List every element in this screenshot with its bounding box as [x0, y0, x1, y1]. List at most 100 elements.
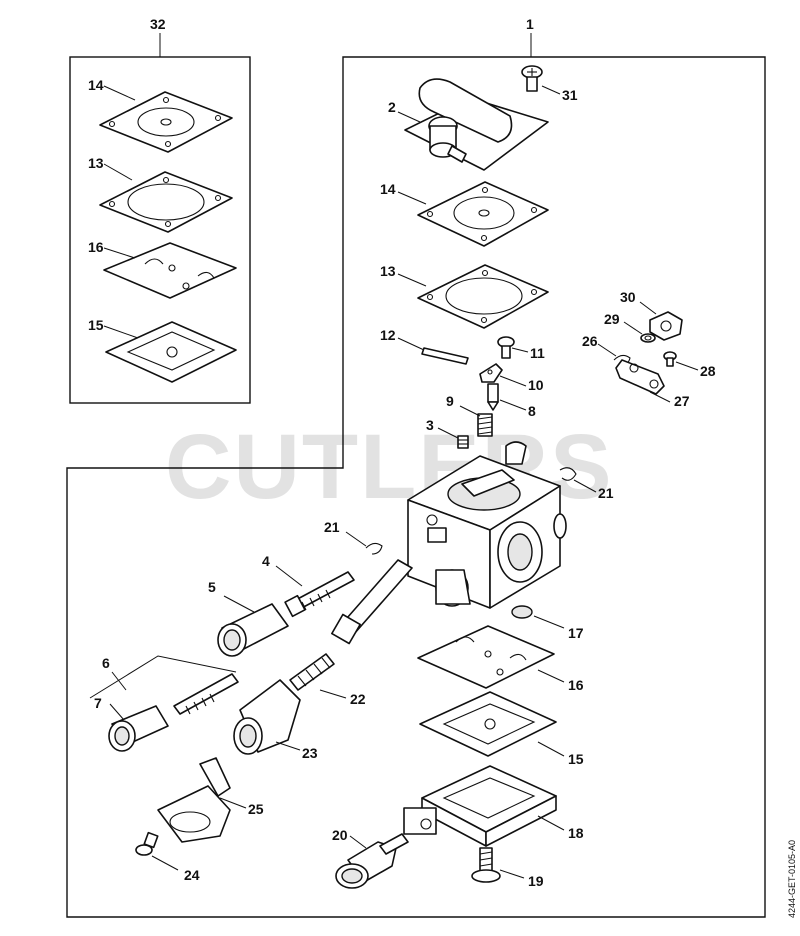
- leader-21a: [345, 531, 367, 547]
- callout-4: 4: [262, 553, 270, 569]
- callout-29: 29: [604, 311, 620, 327]
- leader-19: [499, 869, 525, 879]
- part-28-screw: [663, 351, 677, 367]
- leader-27: [649, 391, 671, 403]
- leader-7: [109, 703, 125, 721]
- callout-14: 14: [380, 181, 396, 197]
- part-18-metering-cover: [403, 765, 557, 847]
- callout-13: 13: [380, 263, 396, 279]
- leader-4: [275, 565, 303, 587]
- part-4-adjusting-screw: [284, 571, 355, 618]
- leader-13a: [103, 163, 133, 181]
- part-21-clip-left: [365, 542, 383, 555]
- callout-10: 10: [528, 377, 544, 393]
- callout-26: 26: [582, 333, 598, 349]
- leader-6-bracket: [89, 655, 237, 699]
- callout-21-right: 21: [598, 485, 614, 501]
- part-19-screw: [471, 847, 501, 883]
- leader-18: [537, 815, 565, 831]
- callout-24: 24: [184, 867, 200, 883]
- callout-22: 22: [350, 691, 366, 707]
- part-31-screw: [521, 65, 543, 92]
- leader-17: [533, 615, 565, 629]
- callout-20: 20: [332, 827, 348, 843]
- leader-14a: [103, 85, 136, 101]
- assembly-1-frame: [66, 56, 766, 918]
- part-shaft: [331, 559, 413, 645]
- callout-19: 19: [528, 873, 544, 889]
- callout-7: 7: [94, 695, 102, 711]
- callout-21-left: 21: [324, 519, 340, 535]
- leader-15a: [103, 325, 139, 339]
- part-carburetor-body: [407, 441, 567, 609]
- leader-16a: [103, 247, 136, 259]
- callout-17: 17: [568, 625, 584, 641]
- leader-16b: [537, 669, 565, 683]
- leader-20: [349, 835, 367, 849]
- callout-3: 3: [426, 417, 434, 433]
- part-5-cap: [217, 603, 289, 657]
- callout-15-kit: 15: [88, 317, 104, 333]
- part-29-washer: [640, 333, 656, 343]
- part-23-sleeve: [233, 679, 301, 755]
- leader-9: [459, 405, 481, 417]
- callout-32: 32: [150, 16, 166, 32]
- part-10-lever: [479, 363, 503, 383]
- callout-13-kit: 13: [88, 155, 104, 171]
- part-27-lever: [615, 359, 665, 395]
- callout-27: 27: [674, 393, 690, 409]
- callout-28: 28: [700, 363, 716, 379]
- document-reference: 4244-GET-0105-A0: [787, 840, 797, 918]
- callout-15: 15: [568, 751, 584, 767]
- callout-8: 8: [528, 403, 536, 419]
- part-9-spring: [477, 413, 493, 437]
- part-7-cap: [108, 705, 169, 752]
- leader-10: [499, 375, 527, 387]
- part-14-diaphragm: [417, 181, 549, 247]
- callout-9: 9: [446, 393, 454, 409]
- part-20-primer: [335, 833, 409, 889]
- part-14-kit-diaphragm: [99, 91, 233, 153]
- callout-23: 23: [302, 745, 318, 761]
- part-24-screw: [135, 831, 159, 856]
- callout-12: 12: [380, 327, 396, 343]
- part-13-gasket: [417, 264, 549, 329]
- callout-18: 18: [568, 825, 584, 841]
- part-22-spring: [289, 653, 335, 691]
- callout-16: 16: [568, 677, 584, 693]
- leader-30: [639, 301, 657, 315]
- leader-15b: [537, 741, 565, 757]
- part-11-screw: [497, 336, 515, 359]
- leader-2: [397, 111, 421, 123]
- part-16-plate: [417, 625, 555, 689]
- leader-22: [319, 689, 347, 699]
- callout-1: 1: [526, 16, 534, 32]
- part-15-kit-frame-gasket: [105, 321, 237, 383]
- callout-5: 5: [208, 579, 216, 595]
- part-13-kit-gasket: [99, 171, 233, 233]
- leader-6: [111, 671, 127, 691]
- callout-25: 25: [248, 801, 264, 817]
- leader-14b: [397, 191, 427, 205]
- callout-6: 6: [102, 655, 110, 671]
- leader-23: [275, 741, 301, 751]
- part-21-clip-right: [559, 467, 577, 481]
- leader-28: [675, 361, 699, 371]
- leader-26: [597, 343, 617, 357]
- part-6-adjusting-screw: [173, 673, 239, 715]
- leader-3: [437, 427, 459, 439]
- leader-21b: [573, 479, 597, 493]
- part-8-needle: [487, 383, 499, 411]
- leader-13b: [397, 273, 427, 287]
- callout-30: 30: [620, 289, 636, 305]
- leader-12: [397, 337, 425, 351]
- leader-8: [499, 399, 527, 411]
- part-3-spring: [457, 435, 469, 449]
- callout-11: 11: [530, 345, 545, 361]
- part-15-frame-gasket: [419, 691, 557, 757]
- part-17-screen: [511, 605, 533, 619]
- part-30-nut: [649, 311, 683, 341]
- part-2-pump-cover: [404, 78, 549, 171]
- part-16-kit-plate: [103, 242, 237, 299]
